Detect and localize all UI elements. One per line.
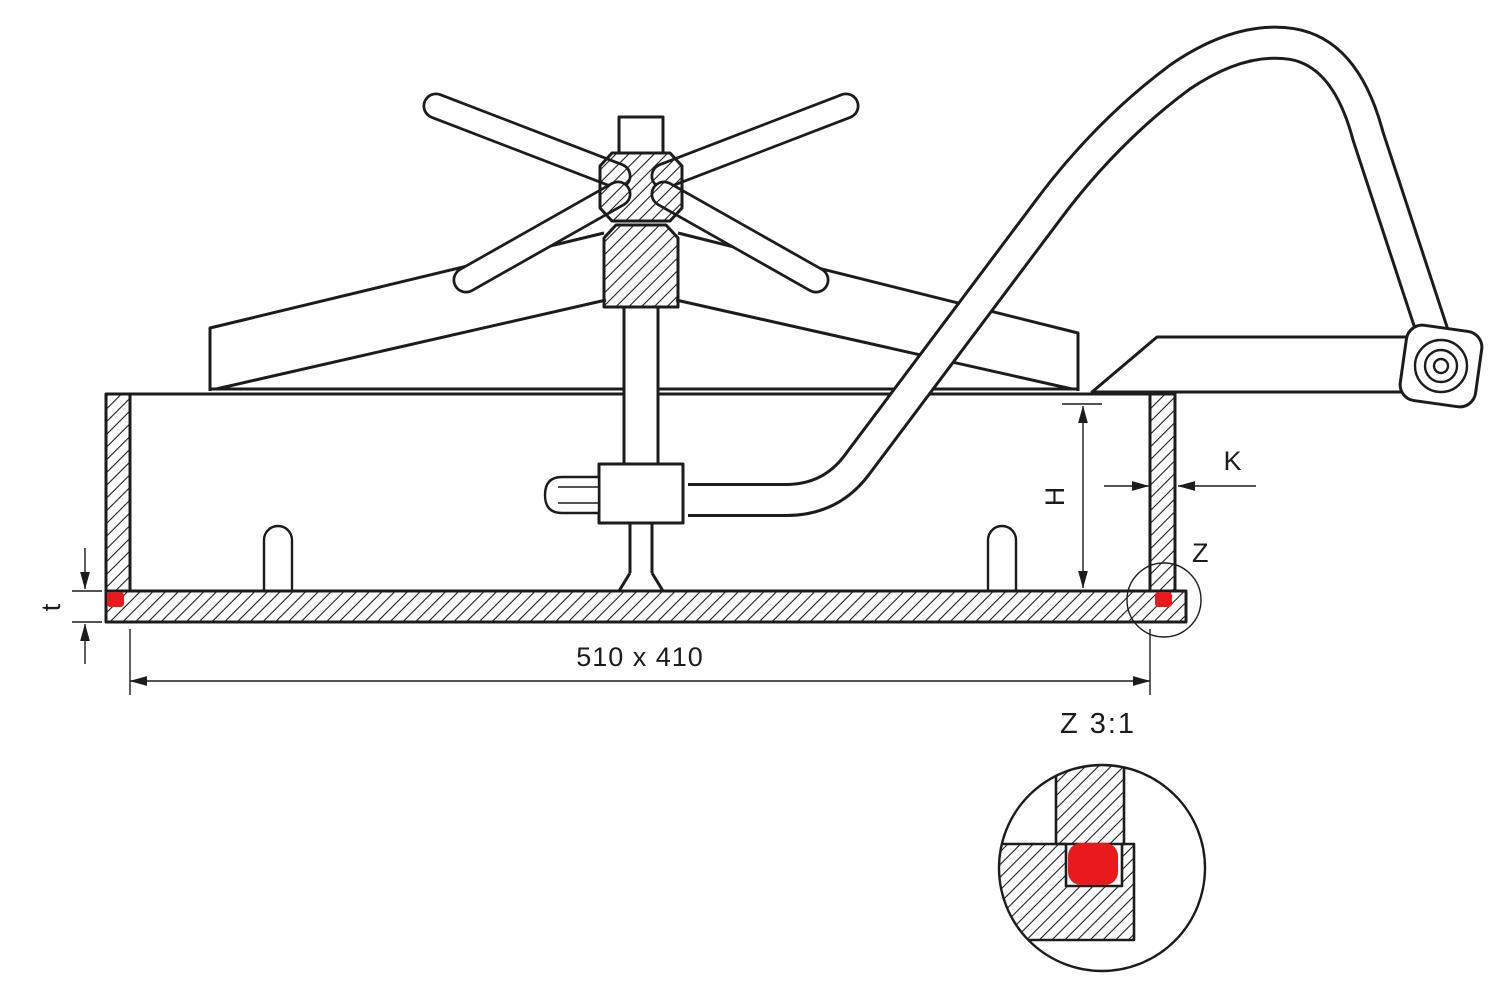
detail-view-border-circle [997, 763, 1207, 973]
grease-nipple [543, 475, 601, 515]
handwheel [422, 92, 860, 309]
pivot-outer-circle [1413, 338, 1469, 394]
detail-z-circle [1126, 562, 1202, 638]
spindle-top-cap [617, 115, 665, 155]
seal-right [1155, 592, 1172, 607]
pivot-joint [1398, 323, 1484, 409]
spindle [617, 307, 665, 592]
right-wall-section [1148, 392, 1177, 593]
handwheel-spoke-lower-right [650, 180, 830, 294]
pivot-mid-circle [1423, 348, 1459, 384]
dimension-t-label: t [36, 603, 66, 612]
detail-view-z: Z 3:1 [997, 708, 1207, 973]
detail-seal [1068, 843, 1118, 885]
spindle-guide-boss [602, 223, 680, 309]
detail-marker-z: Z [1126, 538, 1210, 638]
detail-view-content [999, 765, 1136, 942]
dimension-height-h: H [1040, 403, 1102, 589]
support-lug-right [986, 524, 1018, 591]
dimension-h-label: H [1040, 486, 1070, 507]
dimension-t-extensions [72, 590, 102, 623]
seal-left [107, 592, 124, 607]
hinge-bracket [1090, 335, 1414, 394]
detail-view-title: Z 3:1 [1060, 708, 1136, 740]
pivot-inner-circle [1432, 357, 1450, 375]
dimension-width-label: 510 x 410 [576, 642, 704, 672]
detail-z-label: Z [1192, 538, 1210, 568]
bottom-plate-section [104, 589, 1188, 624]
grease-nipple-hex-lines [558, 486, 599, 504]
dimension-t: t [36, 548, 102, 664]
dimension-k: K [1104, 446, 1256, 491]
center-fitting [543, 462, 685, 525]
left-wall-section [104, 392, 132, 593]
handwheel-spoke-upper-left [422, 92, 632, 190]
handwheel-spoke-lower-left [452, 180, 632, 294]
lever-arm-tube [688, 25, 1454, 517]
spindle-rod [622, 307, 660, 464]
dimension-k-label: K [1223, 446, 1242, 476]
detail-wall-section [1054, 765, 1126, 846]
lever-arm-assembly [688, 25, 1484, 517]
spindle-lower-rod [617, 523, 665, 592]
spindle-rod-mask [625, 307, 657, 464]
fitting-block [597, 462, 685, 525]
handwheel-spoke-upper-right [650, 92, 860, 190]
dimension-width: 510 x 410 [129, 629, 1151, 695]
handwheel-hub [598, 151, 684, 223]
support-lug-left [262, 524, 294, 591]
